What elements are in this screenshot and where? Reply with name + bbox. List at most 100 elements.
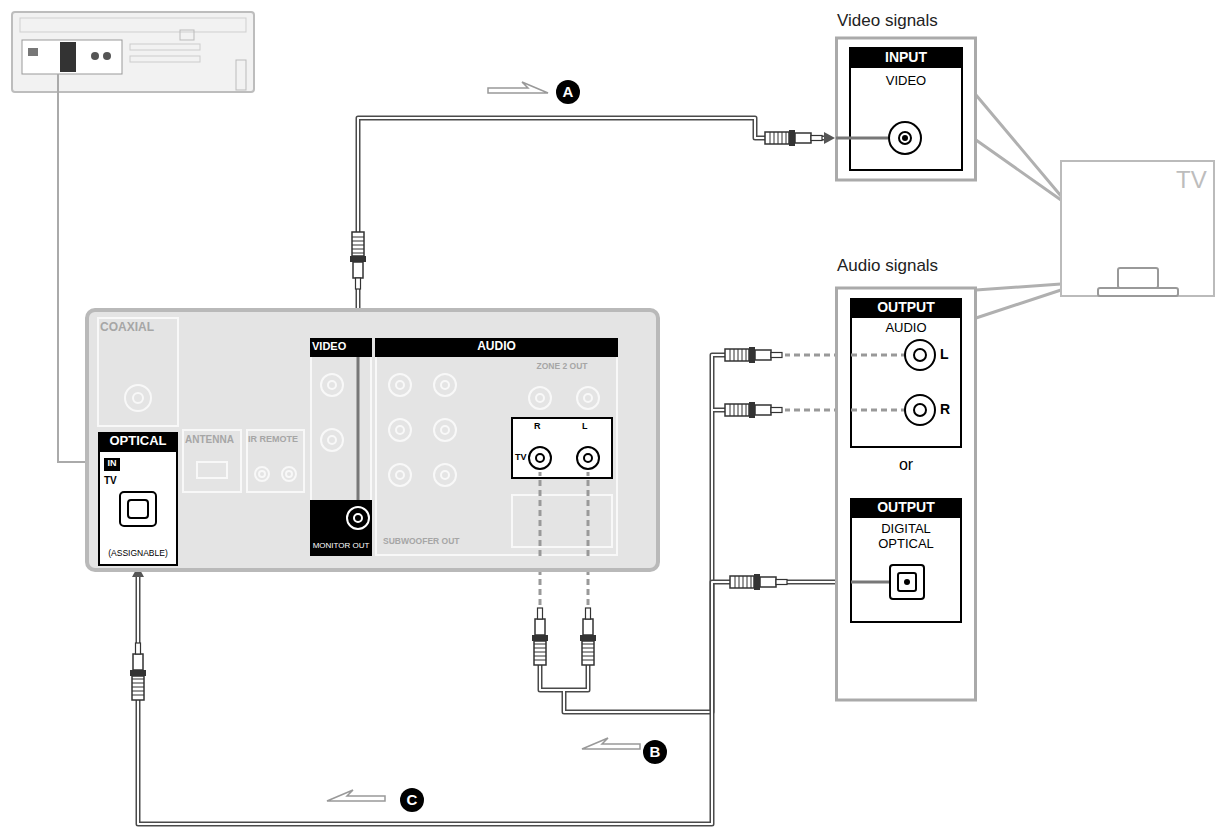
drawing-circle (899, 132, 911, 144)
drawing-circle (321, 374, 343, 396)
drawing-rect (128, 500, 148, 518)
drawing-rect (890, 565, 924, 599)
drawing-rect (760, 577, 776, 587)
drawing-rect (130, 670, 146, 676)
drawing-line (534, 648, 546, 649)
drawing-rect (725, 349, 749, 361)
drawing-circle (125, 385, 151, 411)
drawing-rect (850, 48, 962, 68)
drawing-path (851, 354, 905, 357)
drawing-rect (353, 262, 363, 278)
drawing-rect (311, 339, 371, 555)
drawing-rect (795, 133, 811, 143)
drawing-rect (789, 130, 795, 146)
drawing-rect (356, 278, 361, 289)
drawing-circle (529, 447, 551, 469)
jack-label: AUDIO (850, 321, 962, 336)
callout-heading: Video signals (837, 11, 938, 31)
drawing-rect (771, 408, 782, 413)
drawing-rect (850, 498, 962, 518)
drawing-rect (749, 347, 755, 363)
panel-label: ANTENNA (185, 434, 234, 446)
section-header: AUDIO (375, 340, 618, 354)
drawing-line (730, 404, 731, 416)
drawing-circle (259, 471, 265, 477)
callout-letter: C (400, 788, 424, 812)
drawing-line (734, 349, 735, 361)
drawing-rect (60, 42, 76, 72)
drawing-circle (914, 404, 926, 416)
drawing-path (851, 581, 890, 584)
drawing-line (746, 349, 747, 361)
drawing-rect (1061, 161, 1214, 296)
audio-signals-callout: Audio signalsorOUTPUTAUDIOLROUTPUTDIGITA… (835, 255, 977, 702)
drawing-rect (725, 404, 749, 416)
drawing-rect (136, 643, 141, 654)
drawing-rect (1118, 268, 1158, 288)
drawing-rect (104, 458, 120, 471)
drawing-circle (529, 387, 551, 409)
section-header: VIDEO (312, 340, 346, 353)
input-badge: IN (104, 458, 120, 468)
tv-set: TV (1060, 160, 1215, 308)
drawing-rect (247, 430, 304, 492)
panel-label: ZONE 2 OUT (512, 362, 612, 372)
drawing-line (534, 660, 546, 661)
drawing-line (352, 245, 364, 246)
drawing-line (782, 132, 783, 144)
drawing-path (357, 357, 360, 506)
drawing-line (132, 691, 144, 692)
drawing-line (778, 132, 779, 144)
rca-plug (725, 402, 782, 418)
drawing-circle (577, 387, 599, 409)
drawing-rect (583, 619, 593, 635)
drawing-rect (898, 573, 916, 591)
drawing-rect (130, 44, 200, 50)
optical-section-outline (98, 432, 178, 566)
channel-label: L (582, 421, 588, 431)
drawing-rect (765, 132, 789, 144)
cable-connector (976, 284, 1061, 318)
drawing-line (352, 237, 364, 238)
jack-note: (ASSIGNABLE) (99, 549, 177, 559)
drawing-rect (535, 619, 545, 635)
rca-plug (580, 608, 596, 665)
drawing-circle (536, 454, 544, 462)
drawing-rect (512, 495, 612, 547)
drawing-line (582, 652, 594, 653)
panel-label: IR REMOTE (248, 434, 298, 444)
drawing-circle (434, 374, 456, 396)
drawing-circle (577, 447, 599, 469)
drawing-path (836, 137, 888, 140)
drawing-line (132, 679, 144, 680)
section-header: OPTICAL (98, 434, 178, 449)
drawing-polygon (582, 738, 640, 749)
drawing-circle (103, 52, 111, 60)
video-signals-callout-outline (835, 10, 977, 182)
drawing-rect (376, 339, 617, 555)
drawing-path (851, 409, 905, 412)
drawing-rect (98, 318, 178, 426)
drawing-rect (811, 136, 822, 141)
drawing-line (738, 404, 739, 416)
drawing-circle (282, 467, 296, 481)
drawing-line (747, 576, 748, 588)
drawing-path (58, 74, 85, 462)
audio-section: AUDIOZONE 2 OUTRLTVSUBWOOFER OUT (375, 338, 618, 556)
drawing-circle (396, 381, 404, 389)
drawing-rect (132, 676, 144, 700)
drawing-rect (580, 635, 596, 641)
drawing-circle (347, 507, 369, 529)
drawing-line (582, 660, 594, 661)
drawing-circle (441, 426, 449, 434)
drawing-rect (87, 310, 658, 570)
drawing-rect (133, 654, 143, 670)
panel-label: SUBWOOFER OUT (383, 537, 460, 547)
drawing-circle (328, 381, 336, 389)
drawing-circle (389, 374, 411, 396)
drawing-rect (28, 48, 38, 56)
drawing-polygon (327, 790, 385, 801)
drawing-rect (851, 499, 961, 622)
audio-output-box: OUTPUTAUDIOLR (850, 298, 962, 448)
drawing-rect (582, 641, 594, 665)
